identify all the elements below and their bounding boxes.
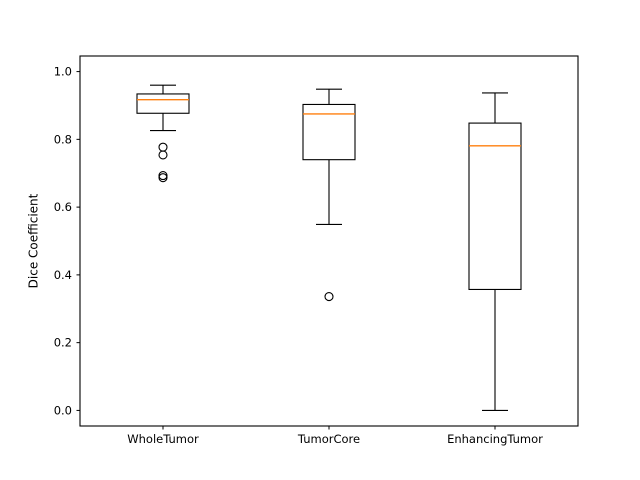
outlier-marker xyxy=(158,173,168,183)
plot-area-background xyxy=(80,56,578,426)
box-iqr xyxy=(468,122,522,291)
outlier-marker xyxy=(324,292,334,302)
x-axis-ticks: WholeTumor TumorCore EnhancingTumor xyxy=(127,426,543,446)
x-tick-label-tumorcore: TumorCore xyxy=(297,432,360,446)
y-tick-label: 0.0 xyxy=(54,403,72,417)
x-tick-label-wholetumor: WholeTumor xyxy=(127,432,199,446)
x-tick-label-enhancingtumor: EnhancingTumor xyxy=(447,432,543,446)
outlier-marker xyxy=(158,150,168,160)
y-axis-label: Dice Coefficient xyxy=(27,193,41,288)
box-group-enhancingtumor xyxy=(468,92,522,411)
box-iqr xyxy=(302,103,356,161)
box-iqr xyxy=(136,93,190,114)
box-group-tumorcore xyxy=(302,88,356,302)
y-tick-label: 0.6 xyxy=(54,200,72,214)
y-tick-label: 0.4 xyxy=(54,268,72,282)
y-axis-ticks: 0.0 0.2 0.4 0.6 0.8 1.0 xyxy=(54,65,80,417)
box-group-wholetumor xyxy=(136,84,190,183)
y-tick-label: 0.8 xyxy=(54,132,72,146)
y-tick-label: 0.2 xyxy=(54,336,72,350)
box-plot-series xyxy=(136,84,522,411)
y-tick-label: 1.0 xyxy=(54,65,72,79)
